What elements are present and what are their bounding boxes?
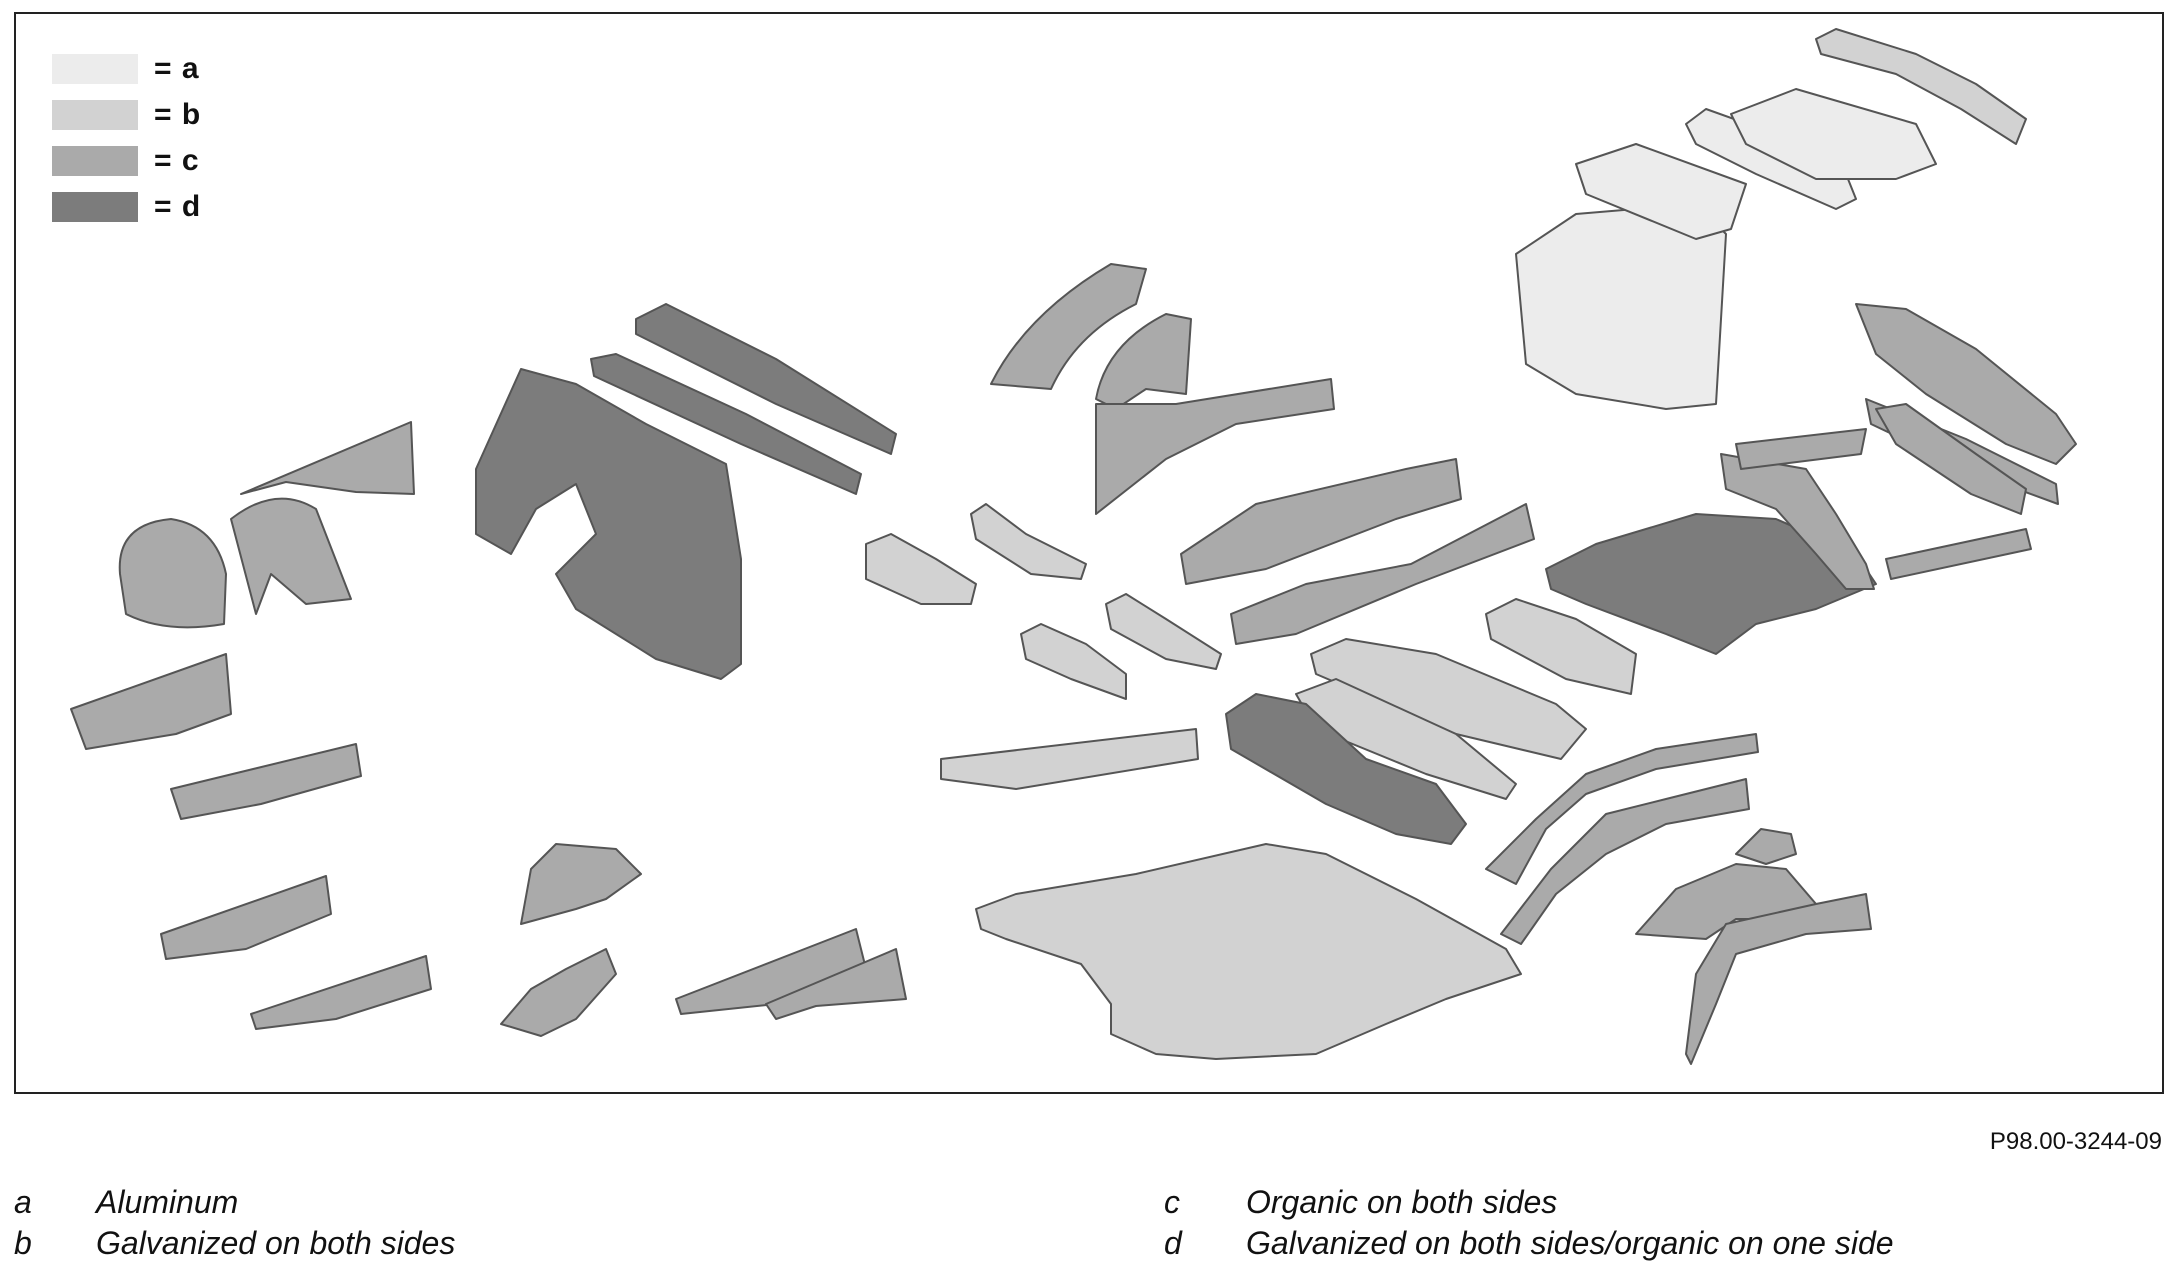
legend-key-c: = c xyxy=(154,144,200,177)
part-rocker-front-b xyxy=(765,948,907,1020)
legend: = a = b = c = d xyxy=(52,46,201,230)
part-pillar-bracket xyxy=(1095,378,1335,515)
caption-key-b: b xyxy=(14,1225,32,1261)
part-rear-wheelhouse-outer-a xyxy=(1485,733,1759,885)
caption-text-b: Galvanized on both sides xyxy=(96,1225,456,1261)
body-parts-diagram xyxy=(70,28,2077,1065)
caption-text-d: Galvanized on both sides/organic on one … xyxy=(1246,1225,1894,1261)
part-tunnel-bracket xyxy=(1485,598,1637,695)
part-wheelhouse-front-left xyxy=(118,518,227,629)
part-longitudinal-member-front-b xyxy=(170,743,362,820)
part-rear-floor-lower-rail xyxy=(1885,528,2032,580)
part-front-bracket-upper xyxy=(240,421,415,495)
part-parcel-shelf xyxy=(1730,88,1937,180)
diagram-frame: = a = b = c = d xyxy=(14,12,2164,1094)
part-cowl-upper xyxy=(635,303,897,455)
caption-d: d Galvanized on both sides/organic on one… xyxy=(1164,1225,1894,1262)
part-cowl-lower xyxy=(590,353,862,495)
part-rear-end-member xyxy=(1855,303,2077,465)
part-crossmember-front xyxy=(940,728,1199,790)
part-rear-floor xyxy=(1545,513,1877,655)
part-front-bulkhead xyxy=(475,368,742,680)
part-main-floor xyxy=(975,843,1522,1060)
part-rear-pillar-inner xyxy=(1685,893,1872,1065)
part-bracket-small-a xyxy=(865,533,977,605)
part-rear-floor-upper-rail xyxy=(1735,428,1867,470)
caption-key-a: a xyxy=(14,1184,32,1220)
part-seat-crossmember xyxy=(1225,693,1467,845)
part-bracket-middle-b xyxy=(500,948,617,1037)
part-rear-shelf-reinforcement xyxy=(1685,108,1857,210)
part-roof-rear-frame xyxy=(1815,28,2027,145)
caption-key-d: d xyxy=(1164,1225,1182,1261)
part-bracket-small-c xyxy=(1020,623,1127,700)
legend-item-a: = a xyxy=(52,46,201,92)
caption-c: c Organic on both sides xyxy=(1164,1184,1557,1221)
part-bracket-middle-a xyxy=(520,843,642,925)
legend-key-a: = a xyxy=(154,52,200,85)
part-side-sill-lower xyxy=(1230,503,1535,645)
legend-swatch-a xyxy=(52,54,138,84)
figure-id: P98.00-3244-09 xyxy=(1989,1128,2162,1155)
caption-key-c: c xyxy=(1164,1184,1180,1220)
part-rear-wheelhouse-small xyxy=(1735,828,1797,865)
legend-item-b: = b xyxy=(52,92,201,138)
legend-item-d: = d xyxy=(52,184,201,230)
part-member-lower-a xyxy=(160,875,332,960)
part-member-lower-b xyxy=(250,955,432,1030)
part-rear-end-panel xyxy=(1875,403,2027,515)
part-rear-shelf xyxy=(1575,143,1747,240)
caption-text-c: Organic on both sides xyxy=(1246,1184,1558,1220)
legend-swatch-c xyxy=(52,146,138,176)
legend-swatch-b xyxy=(52,100,138,130)
part-side-sill-upper xyxy=(1180,458,1462,585)
part-a-pillar-inner xyxy=(990,263,1147,390)
part-bracket-small-d xyxy=(1105,593,1222,670)
legend-key-d: = d xyxy=(154,190,202,223)
legend-swatch-d xyxy=(52,192,138,222)
part-wheelhouse-front-inner xyxy=(230,497,352,615)
part-longitudinal-member-front-a xyxy=(70,653,232,750)
caption-text-a: Aluminum xyxy=(96,1184,239,1220)
caption-b: b Galvanized on both sides xyxy=(14,1225,455,1262)
legend-key-b: = b xyxy=(154,98,202,131)
part-a-pillar-reinforcement xyxy=(1095,313,1192,410)
legend-item-c: = c xyxy=(52,138,201,184)
part-rear-wall xyxy=(1515,203,1727,410)
part-rear-floor-crossmember xyxy=(1720,453,1875,590)
part-rear-wheelhouse-outer-b xyxy=(1500,778,1750,945)
caption-a: a Aluminum xyxy=(14,1184,238,1221)
part-bracket-small-b xyxy=(970,503,1087,580)
